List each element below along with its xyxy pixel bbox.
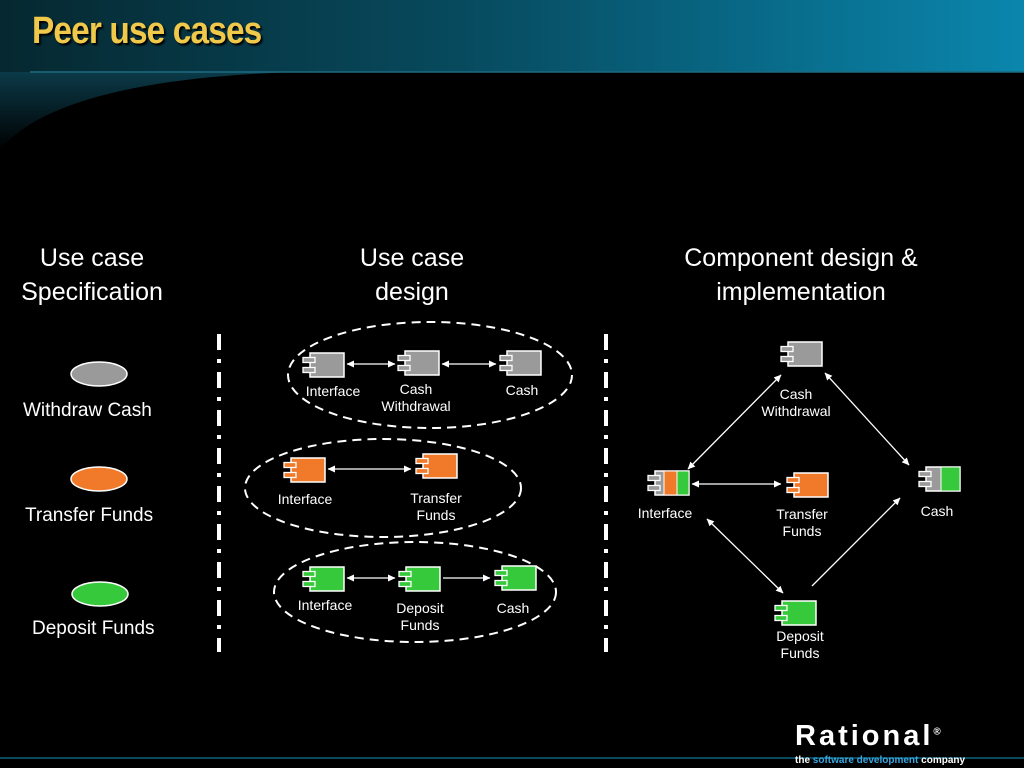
label-line: Funds [782, 523, 822, 539]
column-heading-design: Use case design [322, 241, 502, 309]
column-heading-line: implementation [716, 278, 886, 306]
component-interface-deposit [302, 566, 345, 592]
component-cash-deposit [494, 565, 537, 591]
label-line: Funds [780, 645, 820, 661]
arrow-impl-interface-to-deposit [706, 518, 784, 594]
label-line: Deposit [396, 600, 444, 616]
use-case-label-deposit: Deposit Funds [32, 618, 155, 639]
label-deposit-process: Deposit Funds [382, 600, 458, 634]
slide-title: Peer use cases [32, 10, 262, 52]
label-line: Cash [779, 386, 813, 402]
label-line: Withdrawal [761, 403, 831, 419]
label-withdraw-interface: Interface [305, 383, 361, 399]
column-heading-implementation: Component design & implementation [641, 241, 961, 309]
label-withdraw-cash: Cash [505, 382, 539, 398]
component-impl-cash-withdrawal [780, 341, 823, 367]
column-heading-line: Specification [21, 278, 163, 306]
use-case-label-withdraw: Withdraw Cash [23, 400, 152, 421]
label-impl-interface: Interface [637, 505, 693, 521]
use-case-oval-withdraw [70, 361, 128, 387]
arrow-impl-deposit-to-cash [811, 497, 901, 587]
label-line: Funds [416, 507, 456, 523]
arrow-impl-withdrawal-to-interface [687, 374, 782, 470]
component-impl-interface [647, 470, 690, 496]
label-line: Cash [399, 381, 433, 397]
label-transfer-process: Transfer Funds [396, 490, 476, 524]
component-impl-transfer-funds [786, 472, 829, 498]
label-transfer-interface: Interface [277, 491, 333, 507]
column-heading-line: Use case [39, 244, 145, 272]
logo-name: Rational [795, 720, 934, 752]
logo-tagline: the software development company [795, 755, 965, 766]
component-transfer-funds [415, 453, 458, 479]
column-heading-line: Component design & [684, 244, 918, 272]
label-deposit-interface: Interface [297, 597, 353, 613]
logo-wordmark: Rational® [795, 720, 944, 753]
component-cash-withdraw [499, 350, 542, 376]
column-heading-line: Use case [359, 244, 465, 272]
label-line: Transfer [776, 506, 828, 522]
logo-tagline-post: company [918, 755, 966, 766]
component-impl-cash [918, 466, 961, 492]
component-cash-withdrawal [397, 350, 440, 376]
logo-tagline-pre: the [795, 755, 813, 766]
use-case-oval-transfer [70, 466, 128, 492]
label-impl-cash-withdrawal: Cash Withdrawal [748, 386, 844, 420]
logo-registered: ® [933, 726, 944, 738]
label-line: Deposit [776, 628, 824, 644]
arrow-impl-withdrawal-to-cash [824, 372, 910, 466]
use-case-label-transfer: Transfer Funds [25, 505, 154, 526]
component-interface-withdraw [302, 352, 345, 378]
label-impl-deposit-funds: Deposit Funds [762, 628, 838, 662]
design-group-withdraw [287, 321, 573, 429]
label-impl-transfer-funds: Transfer Funds [762, 506, 842, 540]
logo-tagline-highlight: software development [812, 755, 919, 766]
label-withdraw-process: Cash Withdrawal [368, 381, 464, 415]
label-deposit-cash: Cash [496, 600, 530, 616]
label-impl-cash: Cash [920, 503, 954, 519]
label-line: Funds [400, 617, 440, 633]
label-line: Transfer [410, 490, 462, 506]
label-line: Withdrawal [381, 398, 451, 414]
design-group-transfer [244, 438, 522, 538]
column-heading-line: design [375, 278, 449, 306]
component-impl-deposit-funds [774, 600, 817, 626]
design-group-deposit [273, 541, 557, 643]
component-deposit-funds [398, 566, 441, 592]
component-interface-transfer [283, 457, 326, 483]
column-heading-specification: Use case Specification [0, 241, 184, 309]
use-case-oval-deposit [71, 581, 129, 607]
